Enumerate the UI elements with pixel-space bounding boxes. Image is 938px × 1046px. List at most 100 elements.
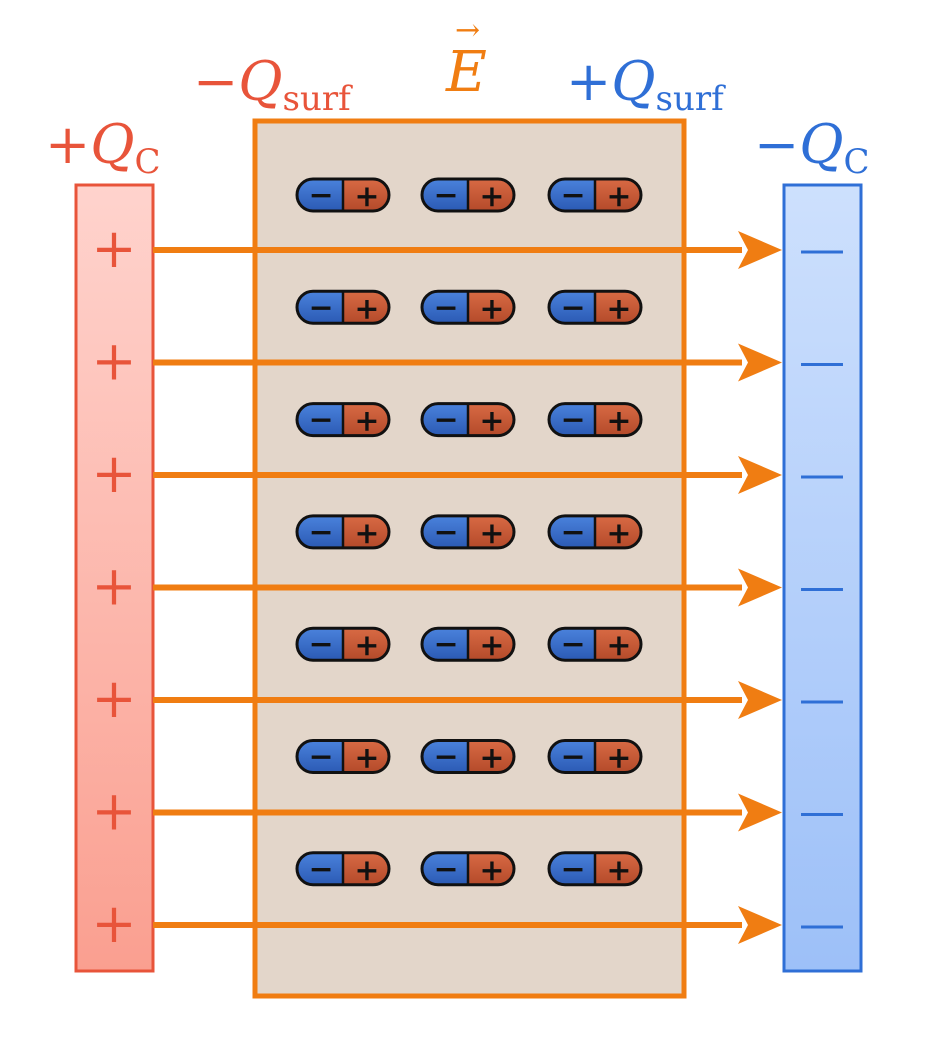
positive-charge-symbol: +: [91, 667, 136, 730]
dipole-negative-half: [297, 403, 343, 436]
dipole-positive-half: [595, 740, 641, 773]
left-plate-subscript: C: [135, 142, 161, 182]
dipole-positive-half: [595, 628, 641, 661]
dipole-positive-half: [343, 852, 389, 885]
dipole-positive-half: [468, 179, 514, 211]
dipole: −+: [547, 626, 643, 663]
right-surface-sign: +: [566, 50, 611, 113]
dipole: −+: [547, 402, 643, 439]
dipole-positive-half: [343, 515, 389, 548]
dipole-positive-symbol: +: [606, 179, 631, 214]
dipole-negative-symbol: −: [433, 290, 458, 325]
dipole-negative-half: [422, 403, 468, 436]
dipole-negative-half: [549, 628, 595, 661]
positive-charge-symbol: +: [91, 217, 136, 280]
right-plate-symbol: Q: [799, 113, 843, 176]
dipole-positive-half: [595, 179, 641, 211]
dipole: −+: [420, 177, 516, 214]
dipole: −+: [420, 851, 516, 888]
left-plate-symbol: Q: [90, 113, 134, 176]
dipole-positive-symbol: +: [354, 516, 379, 551]
left-surface-subscript: surf: [283, 79, 354, 119]
dipole-positive-symbol: +: [479, 516, 504, 551]
dipole-positive-symbol: +: [479, 404, 504, 439]
dipole-negative-symbol: −: [433, 627, 458, 662]
dipole-positive-symbol: +: [354, 291, 379, 326]
field-arrowhead: [738, 568, 782, 607]
negative-charge-symbol: —: [799, 446, 845, 500]
negative-charge-symbol: —: [799, 896, 845, 950]
dipole-negative-half: [549, 515, 595, 548]
field-arrowhead: [738, 456, 782, 494]
dipole-negative-half: [297, 179, 343, 211]
dipole: −+: [295, 851, 391, 888]
dipole: −+: [295, 739, 391, 776]
plate-charges: +—+—+—+—+—+—+—: [91, 217, 845, 955]
dipole-positive-symbol: +: [354, 628, 379, 663]
dipole-positive-half: [343, 179, 389, 211]
dipole-negative-half: [422, 852, 468, 885]
dipole-positive-symbol: +: [354, 404, 379, 439]
dipole-positive-half: [468, 515, 514, 548]
dipole: −+: [547, 739, 643, 776]
dipole-negative-symbol: −: [433, 515, 458, 550]
left-surface-sign: −: [193, 50, 238, 113]
dipole-positive-half: [595, 403, 641, 436]
dipole-negative-half: [297, 852, 343, 885]
dipole: −+: [420, 739, 516, 776]
dipole-negative-symbol: −: [560, 852, 585, 887]
dipole-negative-symbol: −: [433, 178, 458, 213]
dipole-positive-half: [595, 515, 641, 548]
positive-charge-symbol: +: [91, 780, 136, 843]
dipole-negative-symbol: −: [308, 627, 333, 662]
dipole-positive-symbol: +: [606, 628, 631, 663]
dipole-negative-half: [422, 628, 468, 661]
field-vector-mark: →: [455, 13, 480, 48]
negative-charge-symbol: —: [799, 784, 845, 838]
dipole-positive-symbol: +: [606, 291, 631, 326]
dipole-negative-half: [297, 291, 343, 324]
left-surface-symbol: Q: [238, 50, 282, 113]
dipole-negative-symbol: −: [560, 740, 585, 775]
field-arrowhead: [738, 793, 782, 832]
field-symbol: E: [445, 40, 487, 105]
dipole: −+: [547, 514, 643, 551]
dipole-negative-half: [422, 179, 468, 211]
dipole: −+: [295, 289, 391, 326]
dipole-positive-symbol: +: [479, 853, 504, 888]
positive-charge-symbol: +: [91, 330, 136, 393]
dipole-negative-half: [297, 515, 343, 548]
dielectric-slab: [252, 118, 687, 999]
dipole-negative-symbol: −: [560, 515, 585, 550]
dipole-positive-symbol: +: [354, 179, 379, 214]
left-plate-sign: +: [45, 113, 90, 176]
dipole-negative-symbol: −: [308, 740, 333, 775]
dipole: −+: [547, 289, 643, 326]
right-surface-subscript: surf: [656, 79, 727, 119]
field-arrowhead: [738, 231, 782, 269]
dipole-positive-symbol: +: [479, 741, 504, 776]
dipole-negative-symbol: −: [308, 852, 333, 887]
dipole-positive-half: [468, 291, 514, 324]
right-plate-sign: −: [754, 113, 799, 176]
dipole-positive-symbol: +: [606, 853, 631, 888]
dipole-positive-half: [468, 740, 514, 773]
field-arrowhead: [738, 343, 782, 382]
positive-charge-symbol: +: [91, 442, 136, 505]
dipole-negative-half: [549, 291, 595, 324]
positive-charge-symbol: +: [91, 555, 136, 618]
label-right-plate-charge: −QC: [754, 113, 870, 182]
dipole-negative-half: [297, 628, 343, 661]
dipole-negative-symbol: −: [308, 178, 333, 213]
field-lines: [153, 231, 782, 944]
field-arrowhead: [738, 681, 782, 719]
label-field: → E: [445, 13, 487, 105]
dipole-negative-half: [549, 403, 595, 436]
label-right-surface-charge: +Qsurf: [566, 50, 726, 119]
dipoles: −+−+−+−+−+−+−+−+−+−+−+−+−+−+−+−+−+−+−+−+…: [295, 177, 643, 888]
dipole-negative-symbol: −: [560, 178, 585, 213]
dipole-positive-half: [595, 291, 641, 324]
dipole-negative-symbol: −: [308, 515, 333, 550]
